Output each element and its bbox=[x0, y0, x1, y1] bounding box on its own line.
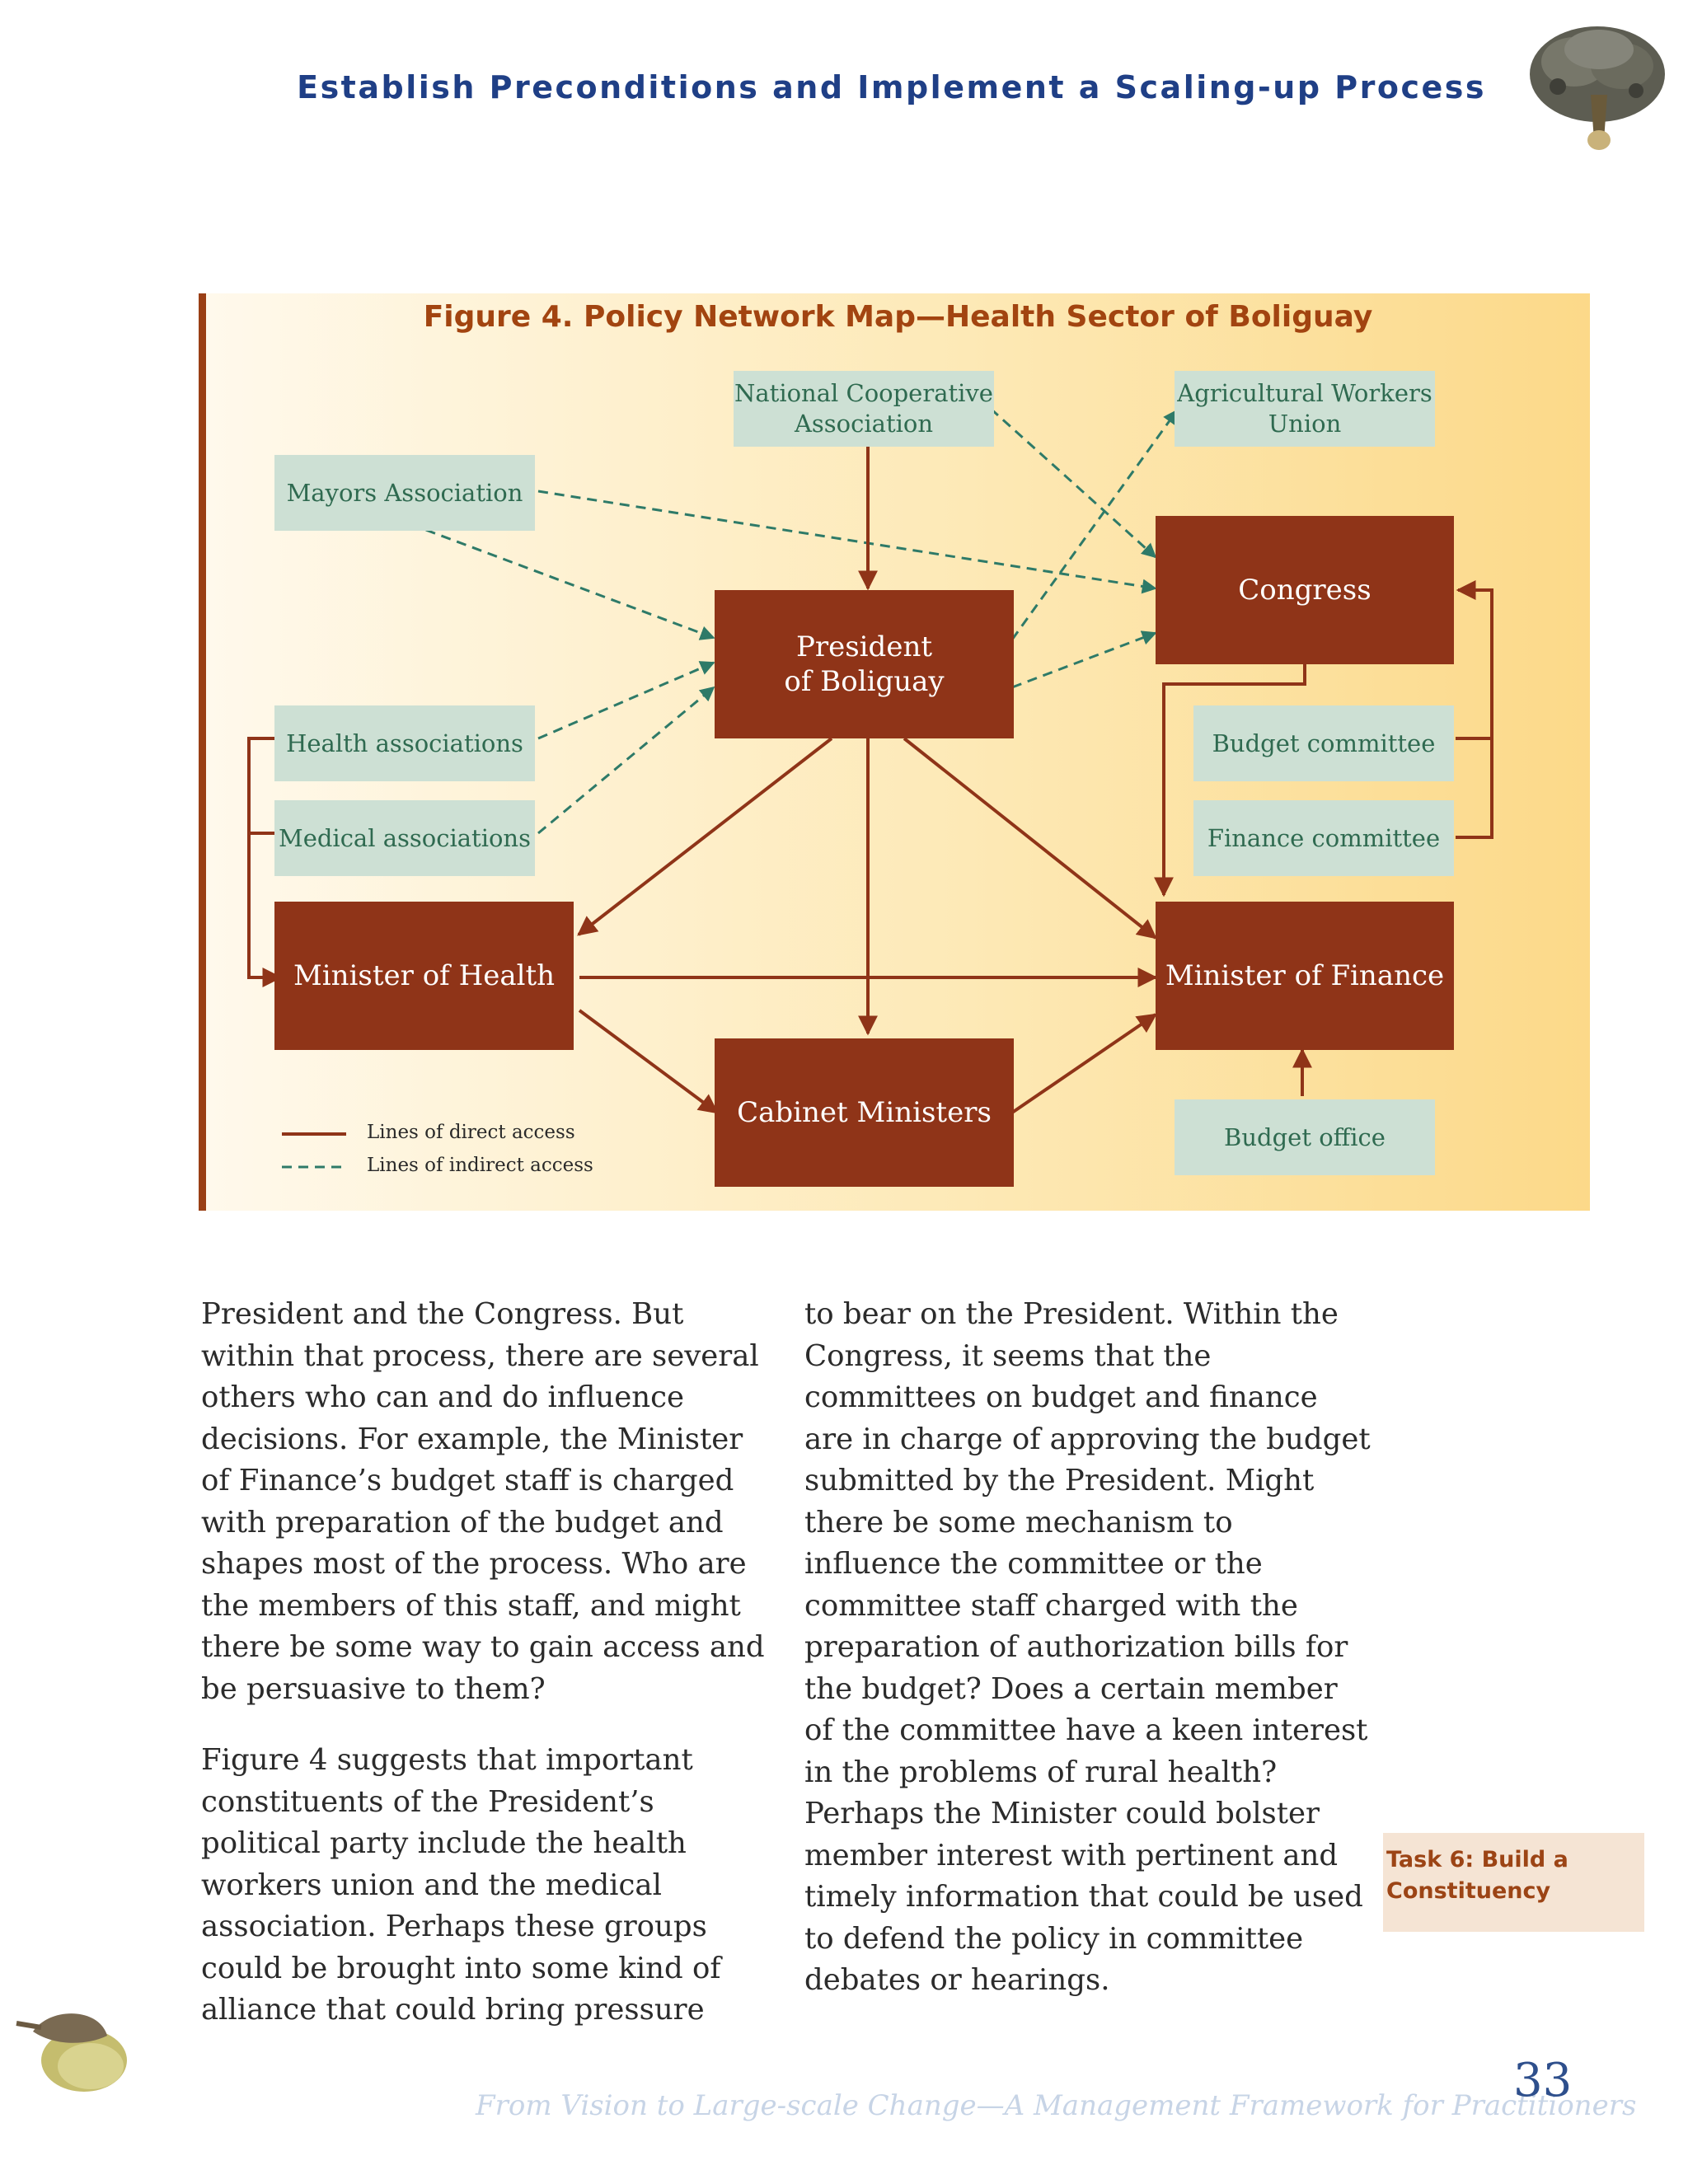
body-paragraph: President and the Congress. But within t… bbox=[201, 1297, 765, 1706]
link-president-congress bbox=[1011, 630, 1157, 689]
node-budget-office: Budget office bbox=[1175, 1099, 1435, 1175]
legend-indirect-label: Lines of indirect access bbox=[367, 1155, 593, 1176]
link-coop-congress bbox=[989, 407, 1157, 559]
running-header: Establish Preconditions and Implement a … bbox=[297, 69, 1486, 105]
body-column-right: to bear on the President. Within the Con… bbox=[804, 1294, 1373, 2032]
node-cabinet: Cabinet Ministers bbox=[715, 1038, 1014, 1187]
legend-direct-label: Lines of direct access bbox=[367, 1122, 575, 1143]
footer-book-title: From Vision to Large-scale Change—A Mana… bbox=[476, 2089, 1637, 2122]
link-committees-congress-up bbox=[1456, 580, 1493, 738]
link-president-health bbox=[577, 737, 833, 936]
body-paragraph: Figure 4 suggests that important constit… bbox=[201, 1743, 721, 2027]
node-minister-health: Minister of Health bbox=[274, 902, 574, 1050]
acorn-illustration bbox=[16, 2013, 127, 2092]
link-president-agri bbox=[1010, 409, 1179, 640]
link-mayors-president bbox=[410, 523, 715, 640]
node-congress: Congress bbox=[1156, 516, 1454, 664]
link-president-finance bbox=[903, 737, 1157, 940]
body-paragraph: to bear on the President. Within the Con… bbox=[804, 1297, 1371, 1997]
link-committees-congress bbox=[1456, 737, 1493, 839]
node-national-coop: National Cooperative Association bbox=[734, 371, 994, 447]
node-budget-committee: Budget committee bbox=[1193, 705, 1454, 781]
link-mayors-congress bbox=[537, 490, 1157, 594]
node-mayors: Mayors Association bbox=[274, 455, 535, 531]
policy-network-figure: Figure 4. Policy Network Map—Health Sect… bbox=[199, 293, 1590, 1211]
node-minister-finance: Minister of Finance bbox=[1156, 902, 1454, 1050]
body-column-left: President and the Congress. But within t… bbox=[201, 1294, 778, 2061]
figure-title: Figure 4. Policy Network Map—Health Sect… bbox=[423, 300, 1373, 334]
network-connectors bbox=[247, 407, 1493, 1169]
link-associations-health bbox=[247, 737, 283, 987]
link-medical-president bbox=[537, 686, 715, 835]
link-congress-finance bbox=[1154, 664, 1306, 898]
node-health-assoc: Health associations bbox=[274, 705, 535, 781]
node-president: President of Boliguay bbox=[715, 590, 1014, 738]
link-health-president bbox=[537, 661, 715, 740]
link-cabinet-finance bbox=[1010, 1013, 1157, 1114]
node-medical-assoc: Medical associations bbox=[274, 800, 535, 876]
node-agri-workers: Agricultural Workers Union bbox=[1175, 371, 1435, 447]
node-finance-committee: Finance committee bbox=[1193, 800, 1454, 876]
task-sidebar-label: Task 6: Build a Constituency bbox=[1383, 1833, 1644, 1932]
link-health-cabinet bbox=[578, 1009, 719, 1114]
tree-illustration bbox=[1530, 26, 1665, 150]
page-number: 33 bbox=[1513, 2054, 1573, 2107]
